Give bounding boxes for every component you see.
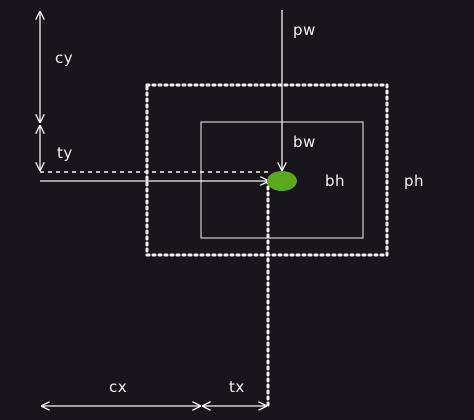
label-tx: tx xyxy=(229,378,245,396)
label-ph: ph xyxy=(404,172,424,190)
label-bh: bh xyxy=(325,172,345,190)
label-bw: bw xyxy=(293,133,316,151)
label-cx: cx xyxy=(109,378,127,396)
label-ty: ty xyxy=(57,144,73,162)
label-cy: cy xyxy=(55,49,73,67)
label-pw: pw xyxy=(293,21,316,39)
center-dot xyxy=(267,171,297,191)
